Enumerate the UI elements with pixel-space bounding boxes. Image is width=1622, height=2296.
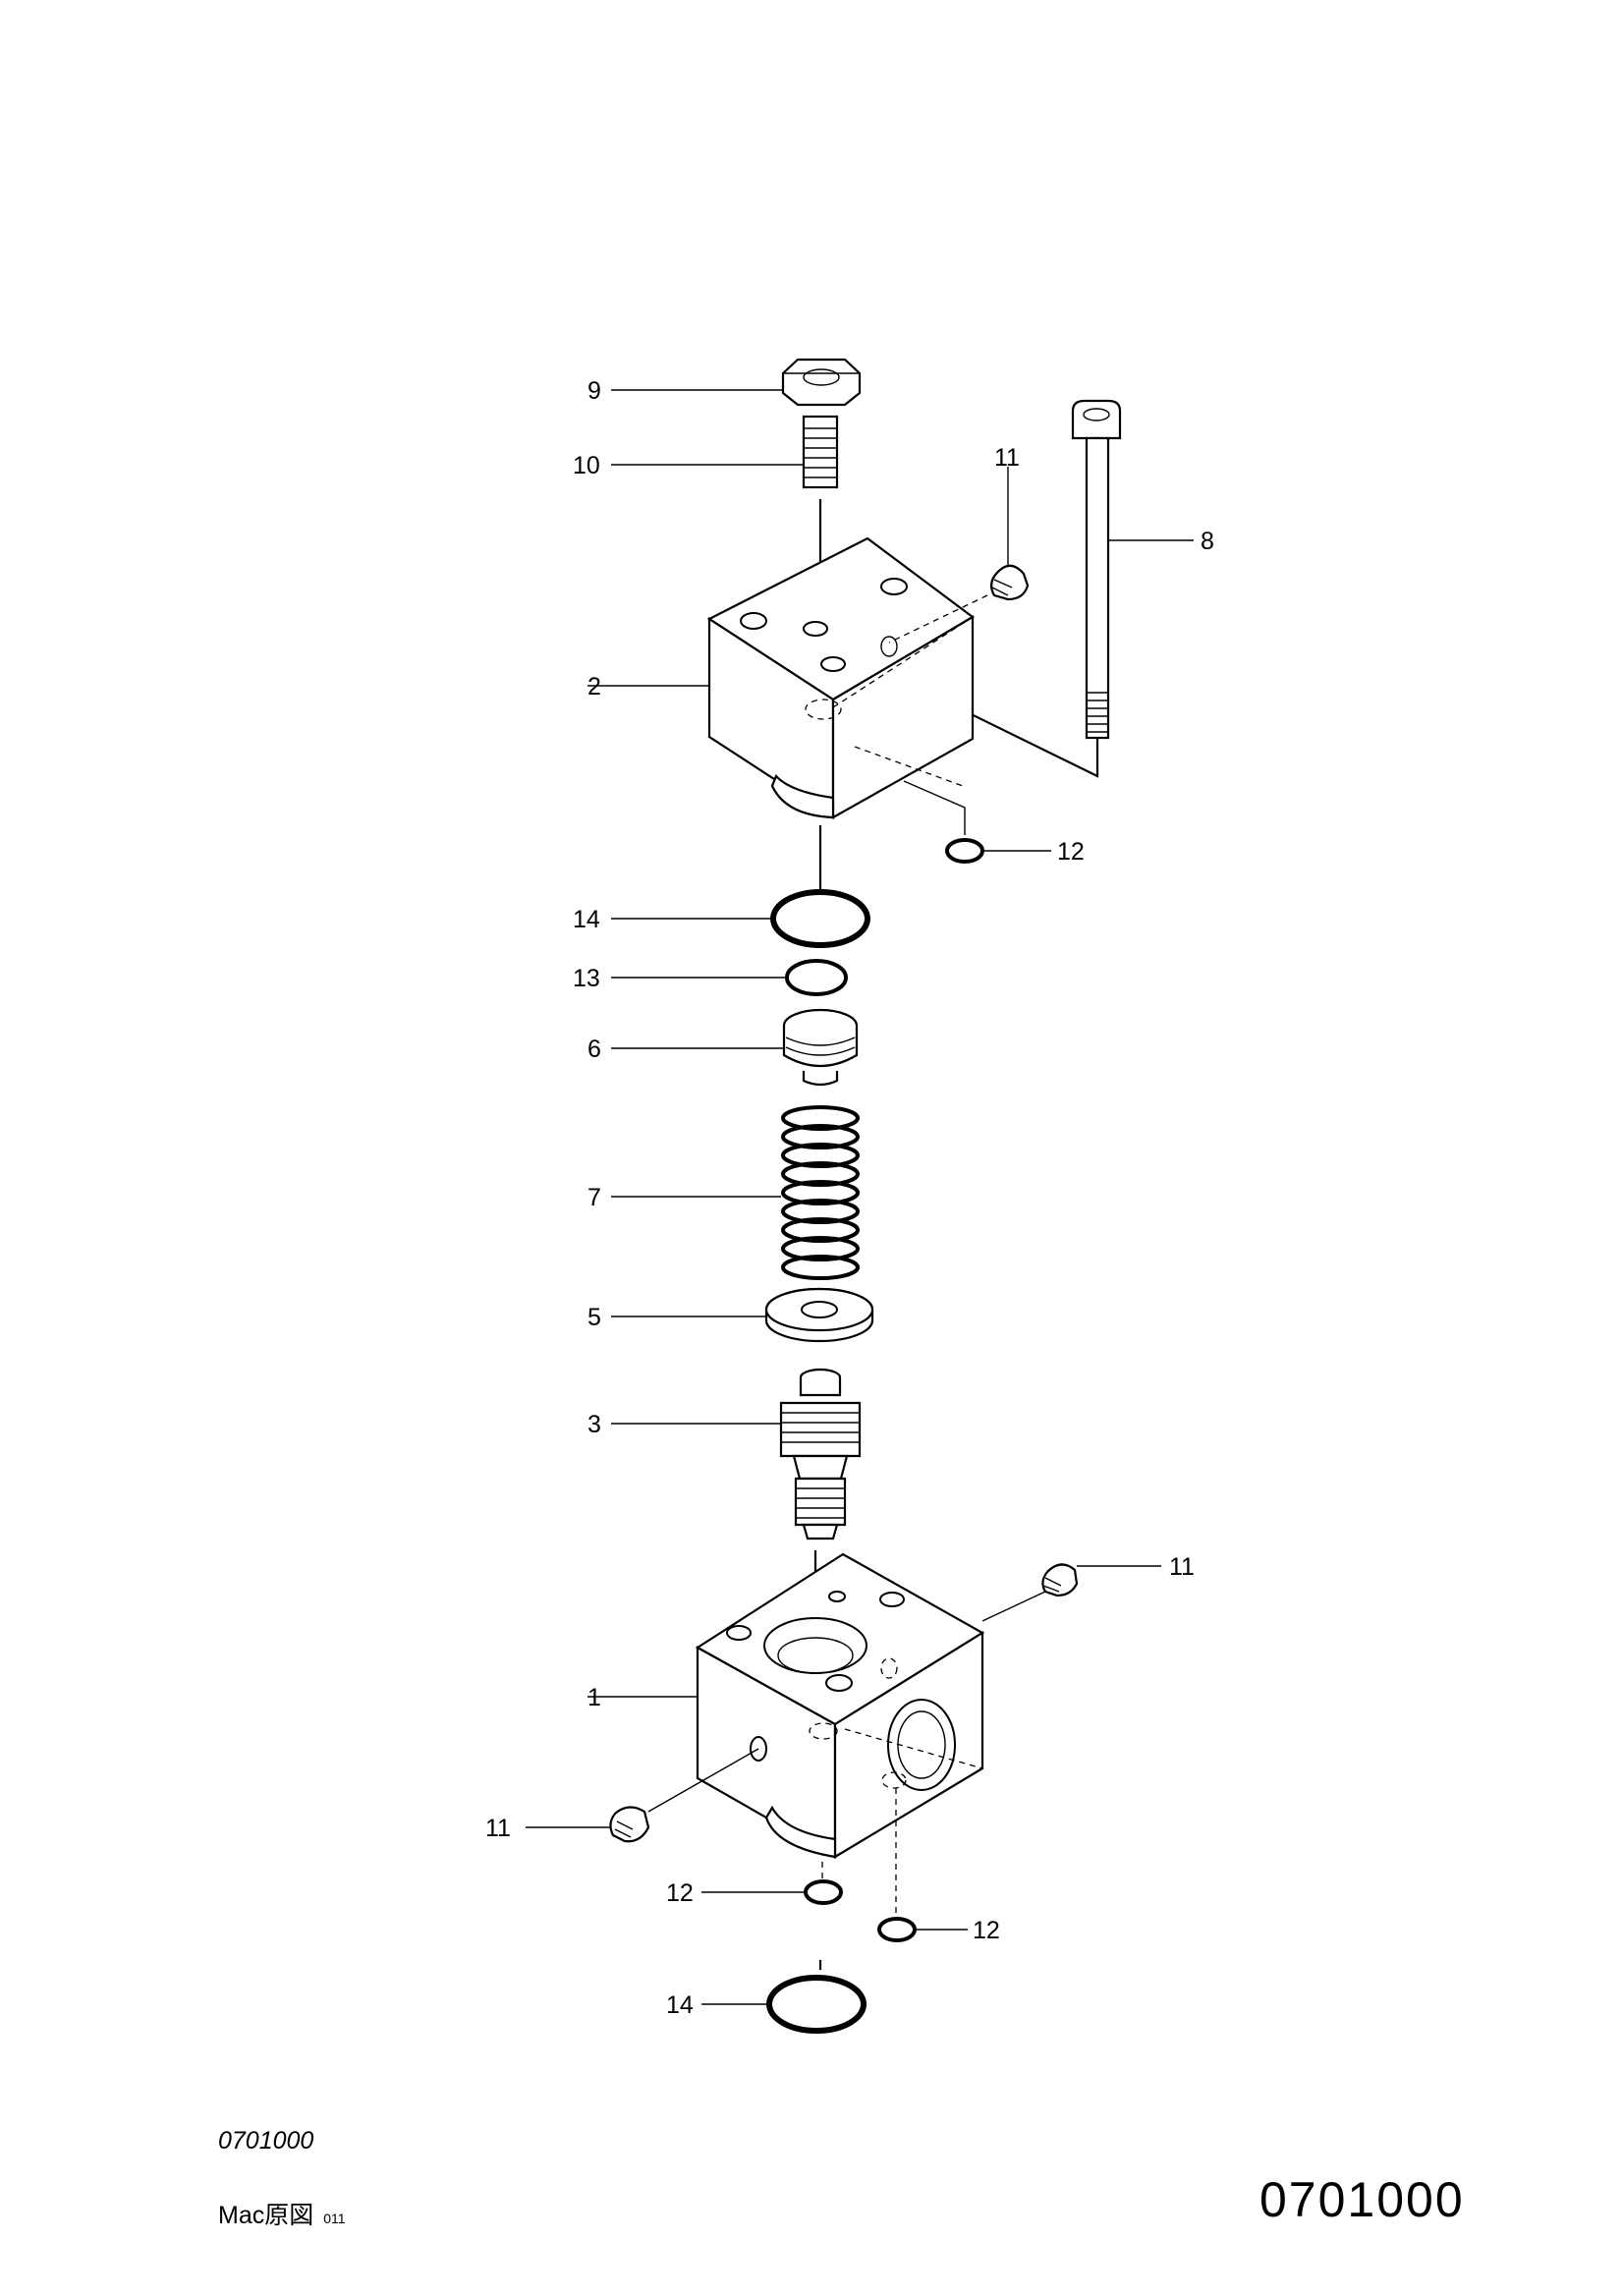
callout-10: 10 [573, 452, 600, 479]
spring-coil [781, 1236, 860, 1261]
part-12-oring-lower-right [877, 1917, 917, 1942]
spring-coil [781, 1105, 860, 1131]
plug-11-path-left [647, 1748, 759, 1813]
callout-11-upper: 11 [994, 444, 1020, 472]
drawing-number-small: 0701000 [218, 2127, 314, 2155]
plug-11-path-right [981, 1591, 1046, 1622]
part-5-washer [764, 1287, 874, 1343]
spring-coil [781, 1217, 860, 1243]
mac-note-revision: 011 [323, 2211, 346, 2226]
drawing-number: 0701000 [1259, 2172, 1465, 2227]
part-13-oring [785, 959, 848, 996]
callout-3: 3 [587, 1411, 601, 1438]
part-11-plug-left [609, 1806, 650, 1843]
part-10-set-screw [802, 415, 839, 489]
callout-11-left: 11 [485, 1815, 511, 1842]
callout-8: 8 [1201, 528, 1214, 555]
leader-12-upper-path [903, 780, 966, 835]
spring-coil [781, 1255, 860, 1280]
part-9-hex-nut [781, 358, 862, 407]
callout-12-upper: 12 [1057, 838, 1085, 866]
callout-13: 13 [573, 965, 600, 992]
callout-12-lower-center: 12 [666, 1879, 694, 1907]
part-3-poppet [779, 1368, 862, 1540]
callout-14-lower: 14 [666, 1991, 694, 2019]
spring-coil [781, 1143, 860, 1168]
callout-11-right: 11 [1169, 1553, 1195, 1581]
part-6-spring-seat [782, 1008, 859, 1087]
plug-11-path-upper [888, 594, 988, 644]
callout-2: 2 [587, 673, 601, 700]
part-8-long-bolt [1071, 399, 1122, 740]
part-11-plug-right [1041, 1563, 1079, 1597]
part-12-oring-lower-center [804, 1879, 843, 1905]
callout-5: 5 [587, 1304, 601, 1331]
part-12-oring-upper [945, 838, 984, 864]
callout-12-lower-right: 12 [973, 1917, 1000, 1944]
callout-1: 1 [587, 1684, 601, 1711]
spring-coil [781, 1180, 860, 1205]
part-14-oring-upper [770, 889, 870, 948]
spring-coil [781, 1199, 860, 1224]
mac-original-note: Mac原図 011 [218, 2196, 346, 2231]
spring-coil [781, 1161, 860, 1187]
part-7-spring [781, 1105, 860, 1280]
part-1-lower-block [695, 1552, 985, 1859]
callout-14-upper: 14 [573, 906, 600, 933]
callout-9: 9 [587, 377, 601, 405]
mac-note-label: Mac原図 [218, 2202, 314, 2229]
callout-6: 6 [587, 1036, 601, 1063]
callout-7: 7 [587, 1184, 601, 1211]
spring-coil [781, 1124, 860, 1149]
part-14-oring-lower [766, 1975, 867, 2034]
part-11-plug-upper [989, 564, 1030, 601]
part-2-upper-block [706, 536, 975, 820]
